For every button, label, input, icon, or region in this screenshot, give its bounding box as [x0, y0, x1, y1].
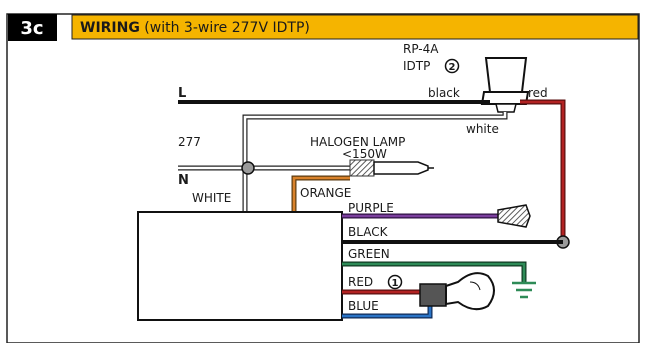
red-number-badge: [387, 274, 403, 290]
line-label: L: [178, 86, 186, 101]
page-title: WIRING (with 3-wire 277V IDTP): [80, 20, 310, 36]
green-wire-label: GREEN: [348, 247, 390, 261]
wire-nut-icon: [497, 204, 531, 228]
orange-wire-label: ORANGE: [300, 186, 351, 200]
red-caps-label: RED: [348, 275, 373, 289]
lamp-socket-icon: [419, 272, 495, 311]
neutral-junction: [241, 161, 255, 175]
lamp-title: HALOGEN LAMP: [310, 135, 405, 149]
ground-symbol-icon: [512, 281, 536, 299]
blue-wire-label: BLUE: [348, 299, 379, 313]
voltage-label: 277: [178, 135, 201, 149]
page-title-bold: WIRING: [80, 20, 140, 36]
red-wire-label: red: [528, 86, 548, 100]
step-badge: [8, 14, 57, 41]
page-title-rest: (with 3-wire 277V IDTP): [140, 20, 310, 36]
device-model-line1: RP-4A: [403, 42, 439, 56]
neutral-label: N: [178, 173, 189, 188]
header-bar: [71, 14, 639, 40]
black-caps-label: BLACK: [348, 225, 389, 239]
white-caps-label: WHITE: [192, 191, 231, 205]
device-model-line2: IDTP: [403, 59, 430, 73]
halogen-lamp-icon: [349, 159, 434, 177]
diagram-frame: [6, 13, 640, 343]
sensor-box: [137, 211, 343, 321]
lamp-rating: <150W: [342, 147, 387, 161]
white-wire-label: white: [466, 122, 499, 136]
purple-wire-label: PURPLE: [348, 201, 394, 215]
model-number: 2: [449, 62, 456, 73]
model-number-badge: [444, 58, 460, 74]
red-number: 1: [392, 278, 399, 289]
step-badge-label: 3c: [20, 18, 43, 39]
black-wire-label: black: [428, 86, 460, 100]
